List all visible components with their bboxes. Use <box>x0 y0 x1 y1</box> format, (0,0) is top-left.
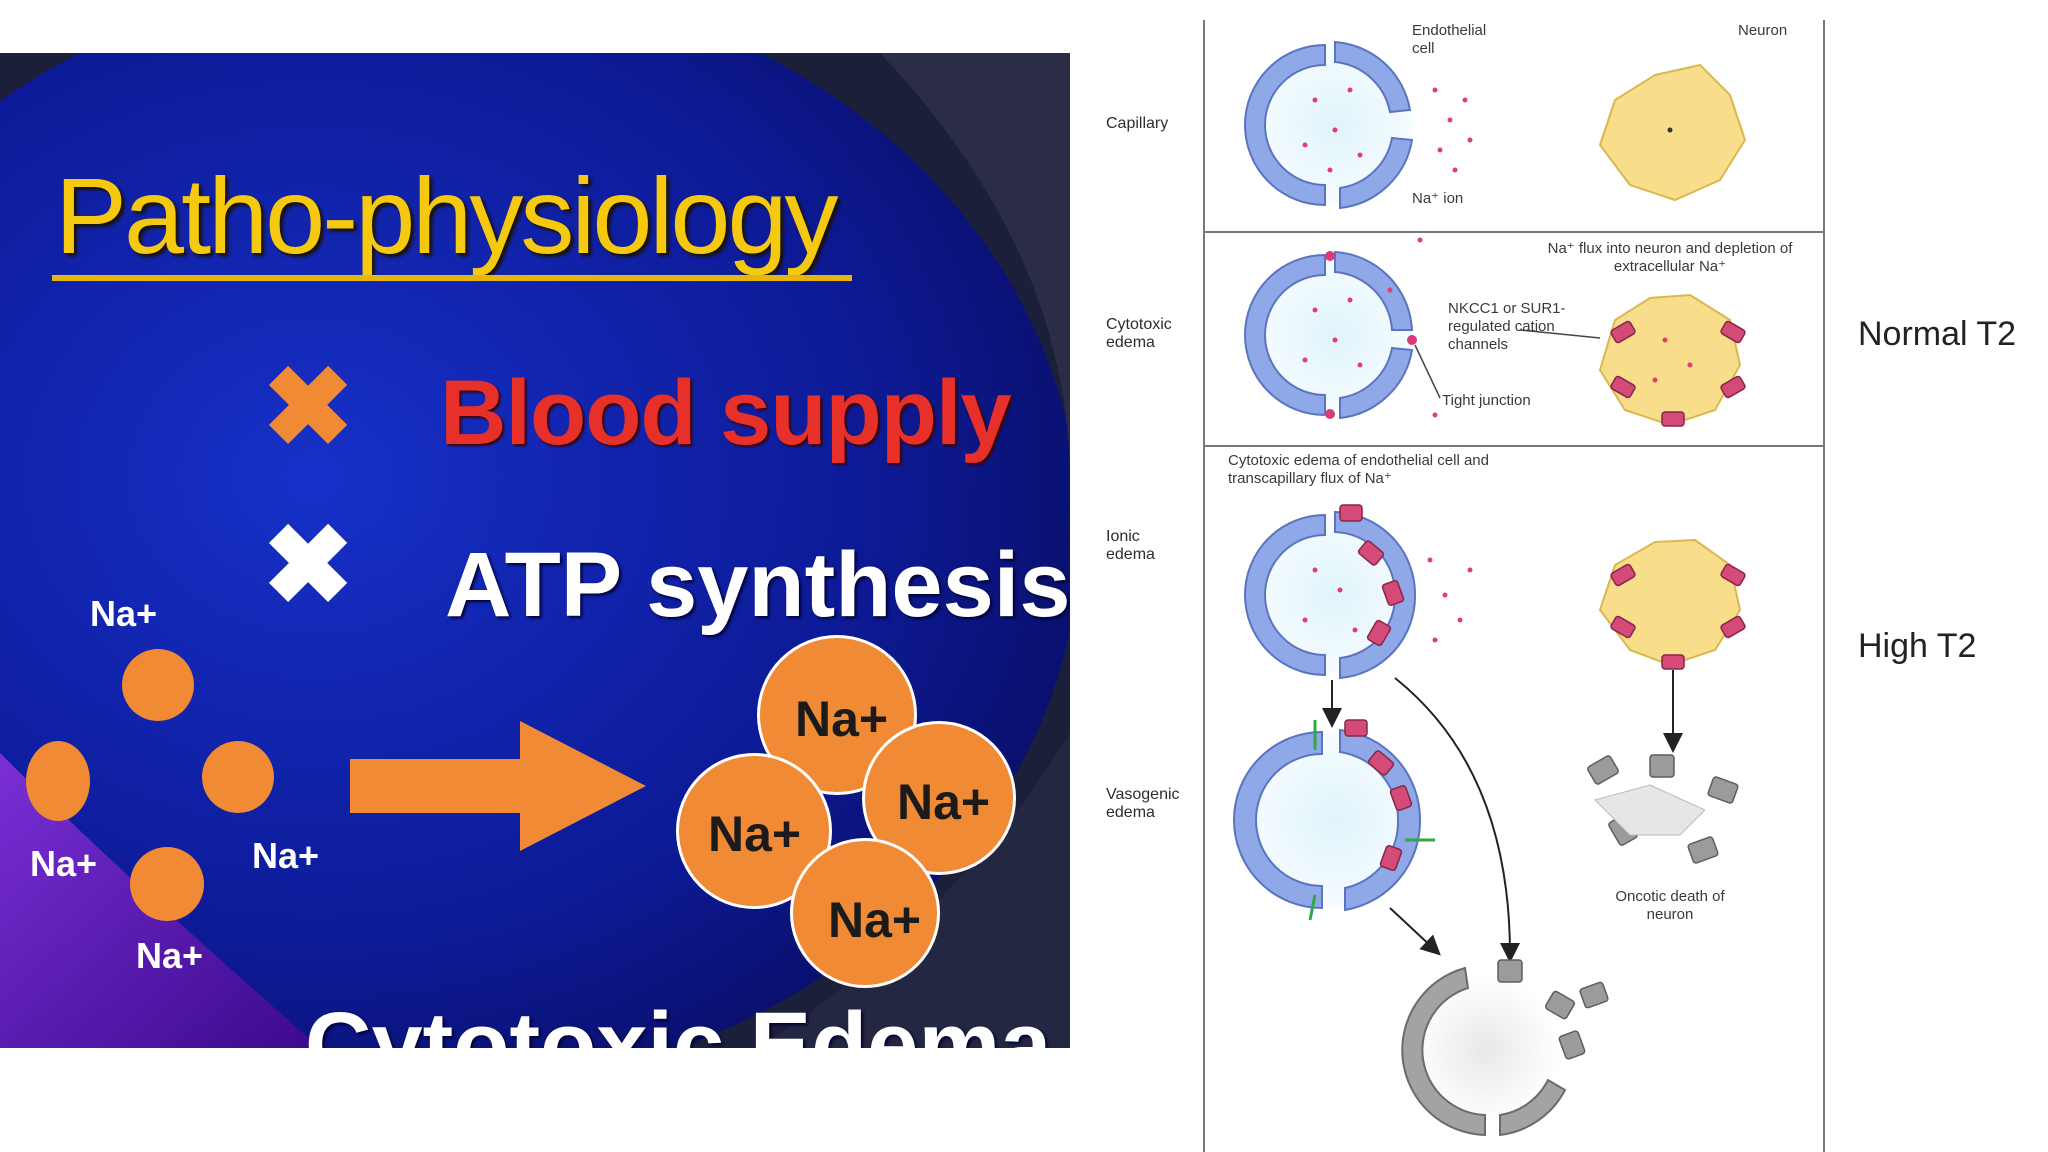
sodium-ion <box>202 741 274 813</box>
slide-caption: Cytotoxic Edema <box>305 994 1052 1048</box>
ion-label: Na+ <box>708 806 802 862</box>
sodium-ion <box>26 741 90 821</box>
ion-label: Na+ <box>30 843 98 884</box>
row-label-vasogenic: Vasogenic edema <box>1106 786 1180 821</box>
label-na-ion: Na⁺ ion <box>1412 190 1464 207</box>
label-transcapillary-flux: Cytotoxic edema of endothelial cell and … <box>1228 452 1489 487</box>
normal-t2-label: Normal T2 <box>1858 315 2017 353</box>
label-oncotic-death: Oncotic death of neuron <box>1615 888 1725 923</box>
sodium-ion <box>122 649 194 721</box>
sodium-ion-large <box>862 721 1016 875</box>
arrow-right-icon <box>350 721 646 851</box>
atp-synthesis-label: ATP synthesis <box>445 534 1070 636</box>
high-t2-label: High T2 <box>1858 627 1977 665</box>
label-na-flux: Na⁺ flux into neuron and depletion of ex… <box>1547 240 1793 275</box>
ion-label: Na+ <box>828 892 922 948</box>
slide-title: Patho-physiology <box>55 155 839 276</box>
ion-label: Na+ <box>897 774 991 830</box>
row-label-capillary: Capillary <box>1106 115 1169 132</box>
label-tight-junction: Tight junction <box>1442 392 1531 409</box>
ion-label: Na+ <box>252 835 320 876</box>
ion-label: Na+ <box>90 593 158 634</box>
row-label-cytotoxic: Cytotoxic edema <box>1106 316 1172 351</box>
blood-supply-label: Blood supply <box>440 362 1012 464</box>
cross-icon: ✖ <box>262 504 355 627</box>
label-endothelial-cell: Endothelial cell <box>1412 22 1487 57</box>
edema-diagram: Capillary Cytotoxic edema Ionic edema Va… <box>1090 20 1850 1152</box>
ion-label: Na+ <box>136 935 204 976</box>
row-label-ionic: Ionic edema <box>1106 528 1155 563</box>
ion-label: Na+ <box>795 691 889 747</box>
sodium-ion <box>130 847 204 921</box>
title-underline <box>52 275 852 281</box>
label-neuron: Neuron <box>1738 22 1788 39</box>
cross-icon: ✖ <box>262 346 355 469</box>
label-cation-channels: NKCC1 or SUR1-regulated cation channels <box>1448 300 1566 353</box>
sodium-ion-large <box>790 838 940 988</box>
diagram-drawing <box>1203 20 1825 1152</box>
presentation-slide: Patho-physiology ✖ Blood supply ✖ ATP sy… <box>0 53 1070 1048</box>
